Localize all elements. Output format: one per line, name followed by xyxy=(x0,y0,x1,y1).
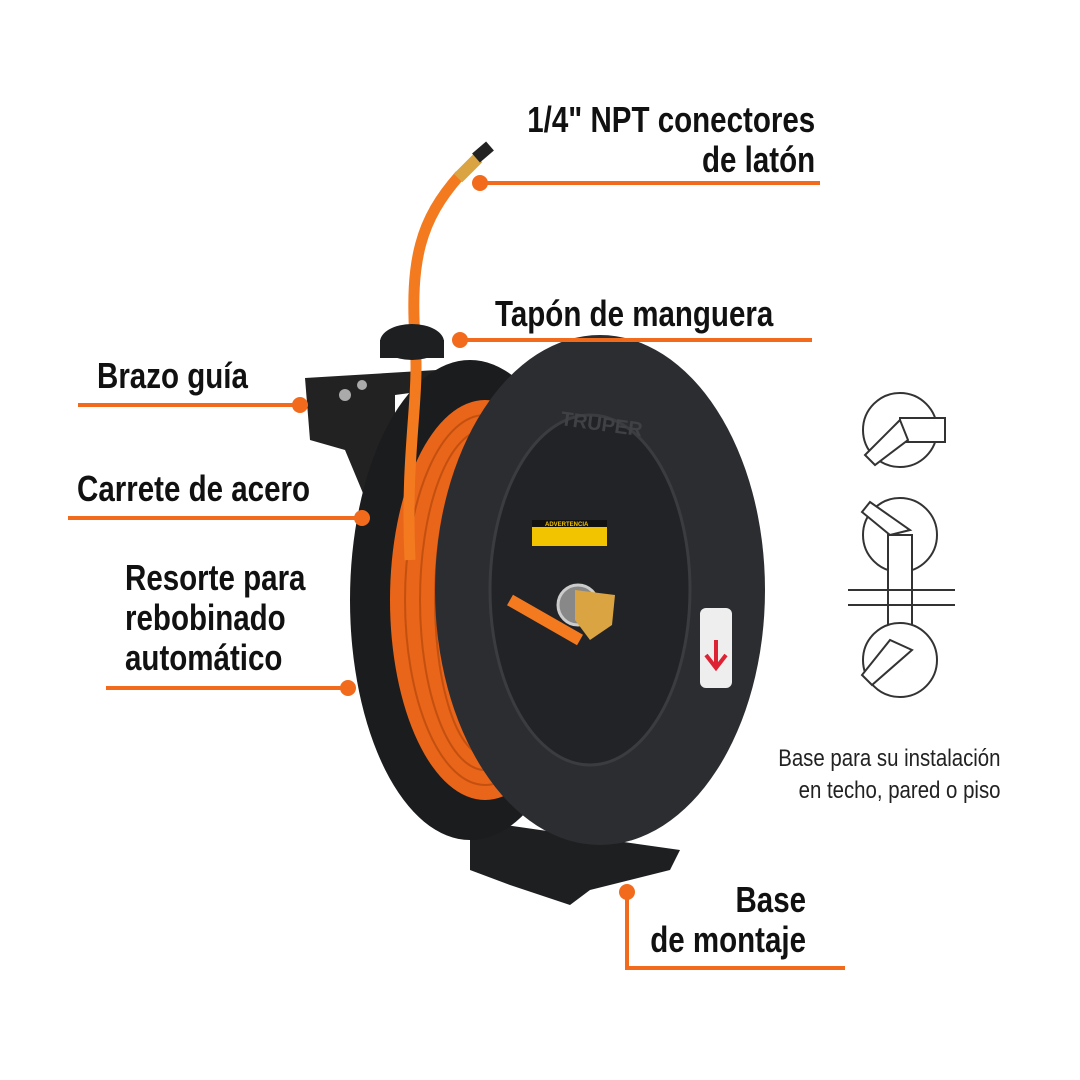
install-note: Base para su instalación en techo, pared… xyxy=(778,743,1000,807)
connectors-label-line2: de latón xyxy=(701,139,815,180)
connectors-label-line1: 1/4" NPT conectores xyxy=(527,99,815,140)
spring-label-line3: automático xyxy=(125,637,283,678)
spring-label-line2: rebobinado xyxy=(125,597,286,638)
steel-reel-label: Carrete de acero xyxy=(77,468,311,509)
spring-label: Resorte para rebobinado automático xyxy=(125,558,305,678)
install-note-line2: en techo, pared o piso xyxy=(798,777,1000,804)
callout-lines xyxy=(68,181,845,970)
spring-label-line1: Resorte para xyxy=(125,557,306,598)
mount-base-label-line1: Base xyxy=(735,879,806,920)
connectors-label: 1/4" NPT conectores de latón xyxy=(527,100,815,180)
guide-arm-label: Brazo guía xyxy=(97,355,248,396)
mount-base-label-line2: de montaje xyxy=(650,919,806,960)
mount-base-label: Base de montaje xyxy=(650,880,806,960)
brass-swivel xyxy=(575,590,615,640)
install-note-line1: Base para su instalación xyxy=(777,745,1000,772)
svg-text:ADVERTENCIA: ADVERTENCIA xyxy=(545,522,589,528)
mount-base xyxy=(470,820,680,905)
callout-dots xyxy=(292,175,635,900)
hose-stop-label: Tapón de manguera xyxy=(495,293,774,334)
mounting-orientation-icons xyxy=(848,392,955,698)
